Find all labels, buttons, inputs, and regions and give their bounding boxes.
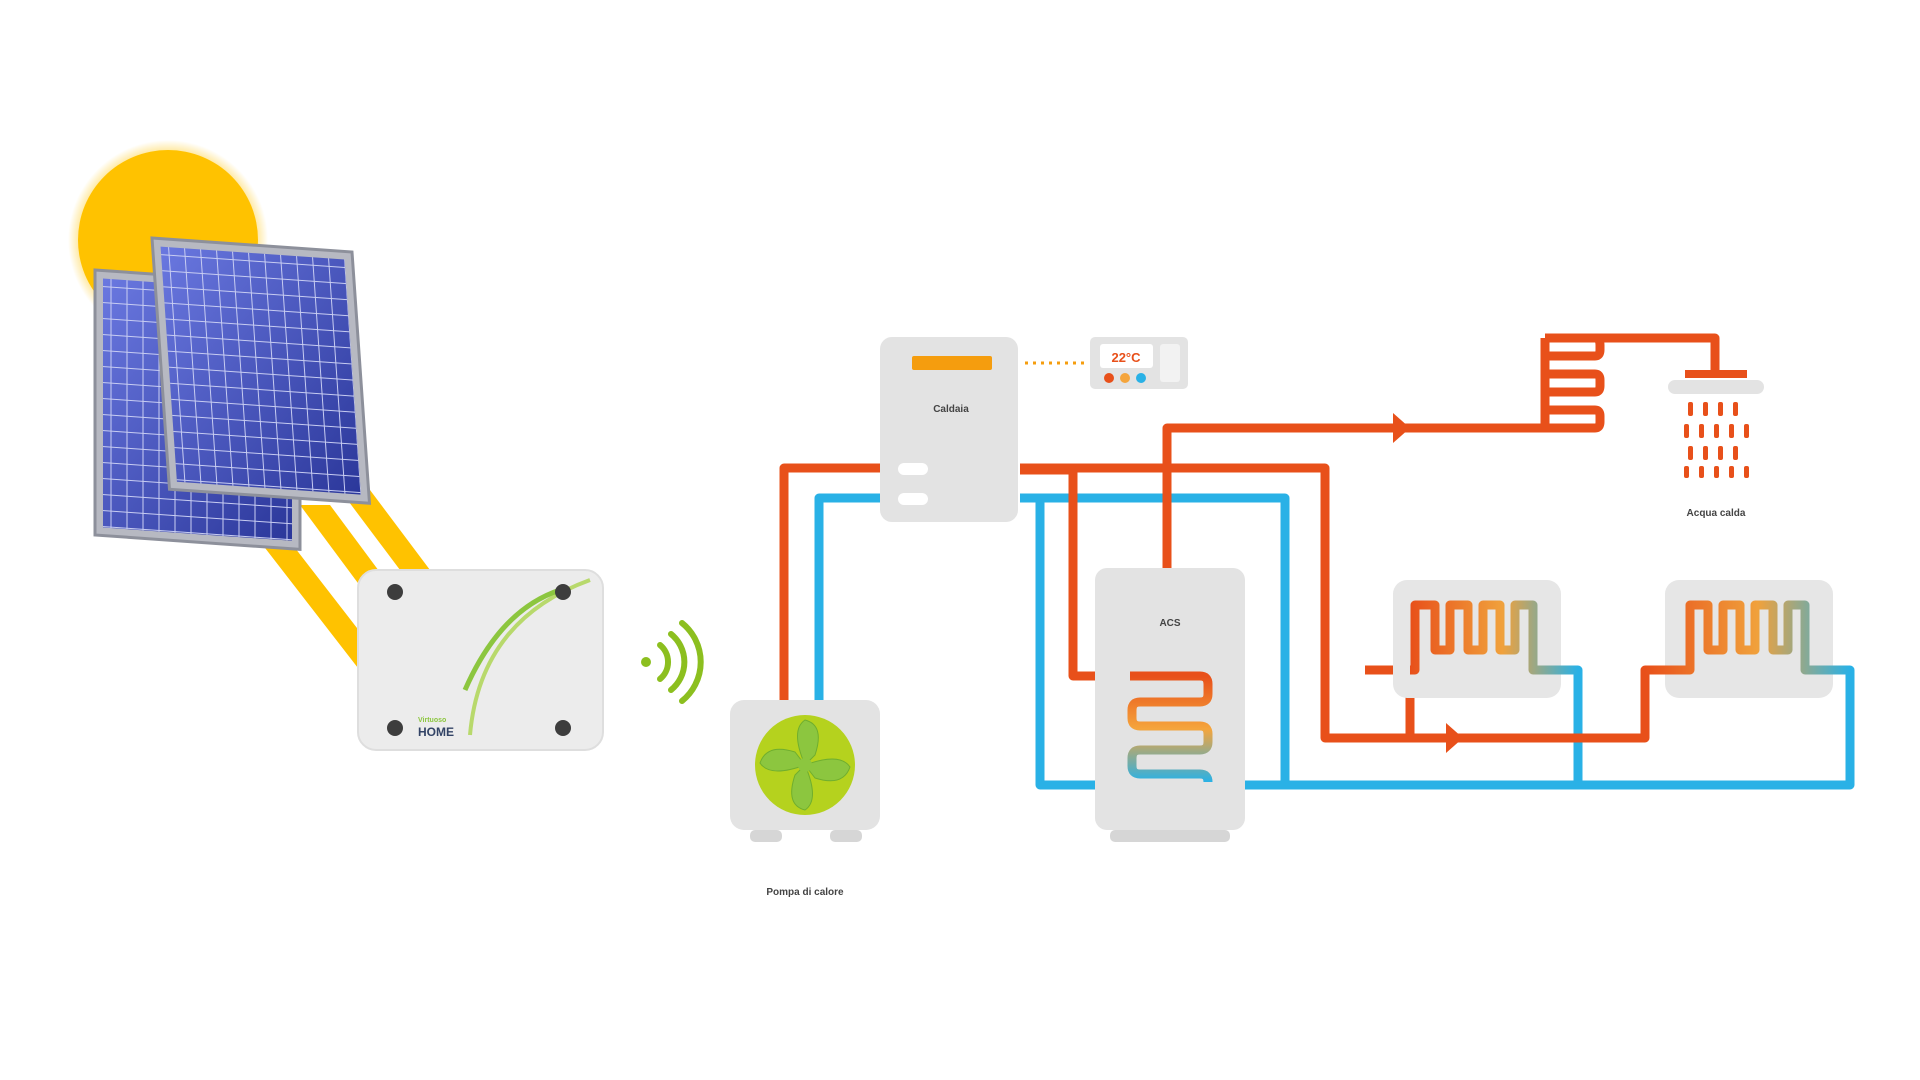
radiator-icon (1393, 580, 1578, 698)
heat-pump-label: Pompa di calore (766, 887, 844, 898)
controller-brand-large: HOME (418, 725, 454, 739)
boiler-label: Caldaia (933, 404, 969, 415)
hot-water-coil (1540, 333, 1605, 433)
tank-coil (1127, 671, 1213, 783)
wifi-signal-icon (641, 620, 704, 704)
thermostat-icon: 22°C (1090, 337, 1188, 389)
fan-icon (755, 715, 855, 815)
acs-tank: ACS (1095, 568, 1245, 842)
controller-brand-small: Virtuoso (418, 717, 446, 724)
controller-device: Virtuoso HOME (357, 569, 604, 751)
solar-panel-icon (93, 236, 372, 551)
tank-label: ACS (1159, 618, 1180, 629)
boiler-unit: Caldaia (880, 337, 1018, 522)
shower-icon (1668, 370, 1764, 478)
heat-pump-unit (730, 700, 880, 842)
thermostat-temperature: 22°C (1111, 350, 1141, 365)
radiator-icon (1645, 580, 1850, 698)
flow-arrows (1393, 413, 1463, 753)
hot-water-label: Acqua calda (1687, 508, 1746, 519)
